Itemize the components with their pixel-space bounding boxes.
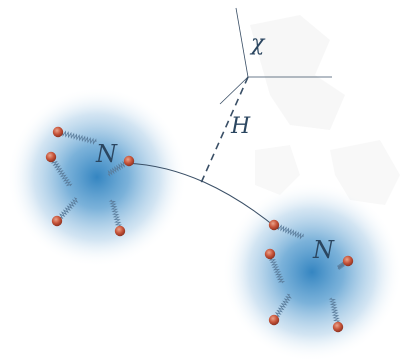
molecule-tail xyxy=(328,297,341,323)
molecule-tail xyxy=(107,160,126,177)
molecule-right-4 xyxy=(328,297,344,333)
molecule-tail xyxy=(108,199,123,227)
chi-axes xyxy=(219,7,332,105)
molecule-left-4 xyxy=(108,199,126,237)
connecting-line xyxy=(124,162,279,230)
molecule-right-1 xyxy=(268,219,304,240)
h-label: H xyxy=(230,114,251,139)
molecule-right-5 xyxy=(337,255,354,270)
molecule-tail xyxy=(274,293,292,318)
molecule-tail xyxy=(59,197,79,220)
molecule-tail xyxy=(62,130,97,145)
molecule-left-3 xyxy=(51,197,79,227)
molecule-head xyxy=(52,126,64,138)
chi-label: χ xyxy=(249,31,266,56)
molecule-left-1 xyxy=(52,126,97,145)
molecules xyxy=(45,126,354,333)
molecule-head xyxy=(264,248,276,260)
molecule-head xyxy=(268,314,280,326)
molecule-head xyxy=(51,215,63,227)
molecule-left-5 xyxy=(107,155,135,177)
n-label-left: N xyxy=(95,140,118,168)
molecule-tail xyxy=(277,224,304,240)
molecule-left-2 xyxy=(45,151,73,187)
molecule-tail xyxy=(337,261,345,270)
background-watermark xyxy=(250,15,400,205)
molecule-right-3 xyxy=(268,293,292,326)
molecule-right-2 xyxy=(264,248,286,284)
molecule-head xyxy=(123,155,135,167)
molecule-tail xyxy=(268,258,286,284)
molecule-tail xyxy=(51,160,73,187)
molecule-head xyxy=(332,321,344,333)
particle-cloud-right xyxy=(222,182,400,359)
molecule-head xyxy=(45,151,57,163)
molecule-head xyxy=(114,225,126,237)
molecule-head xyxy=(342,255,354,267)
molecule-head xyxy=(268,219,280,231)
n-label-right: N xyxy=(312,236,335,264)
particle-cloud-left xyxy=(7,87,187,267)
h-dashed-line xyxy=(200,76,249,184)
